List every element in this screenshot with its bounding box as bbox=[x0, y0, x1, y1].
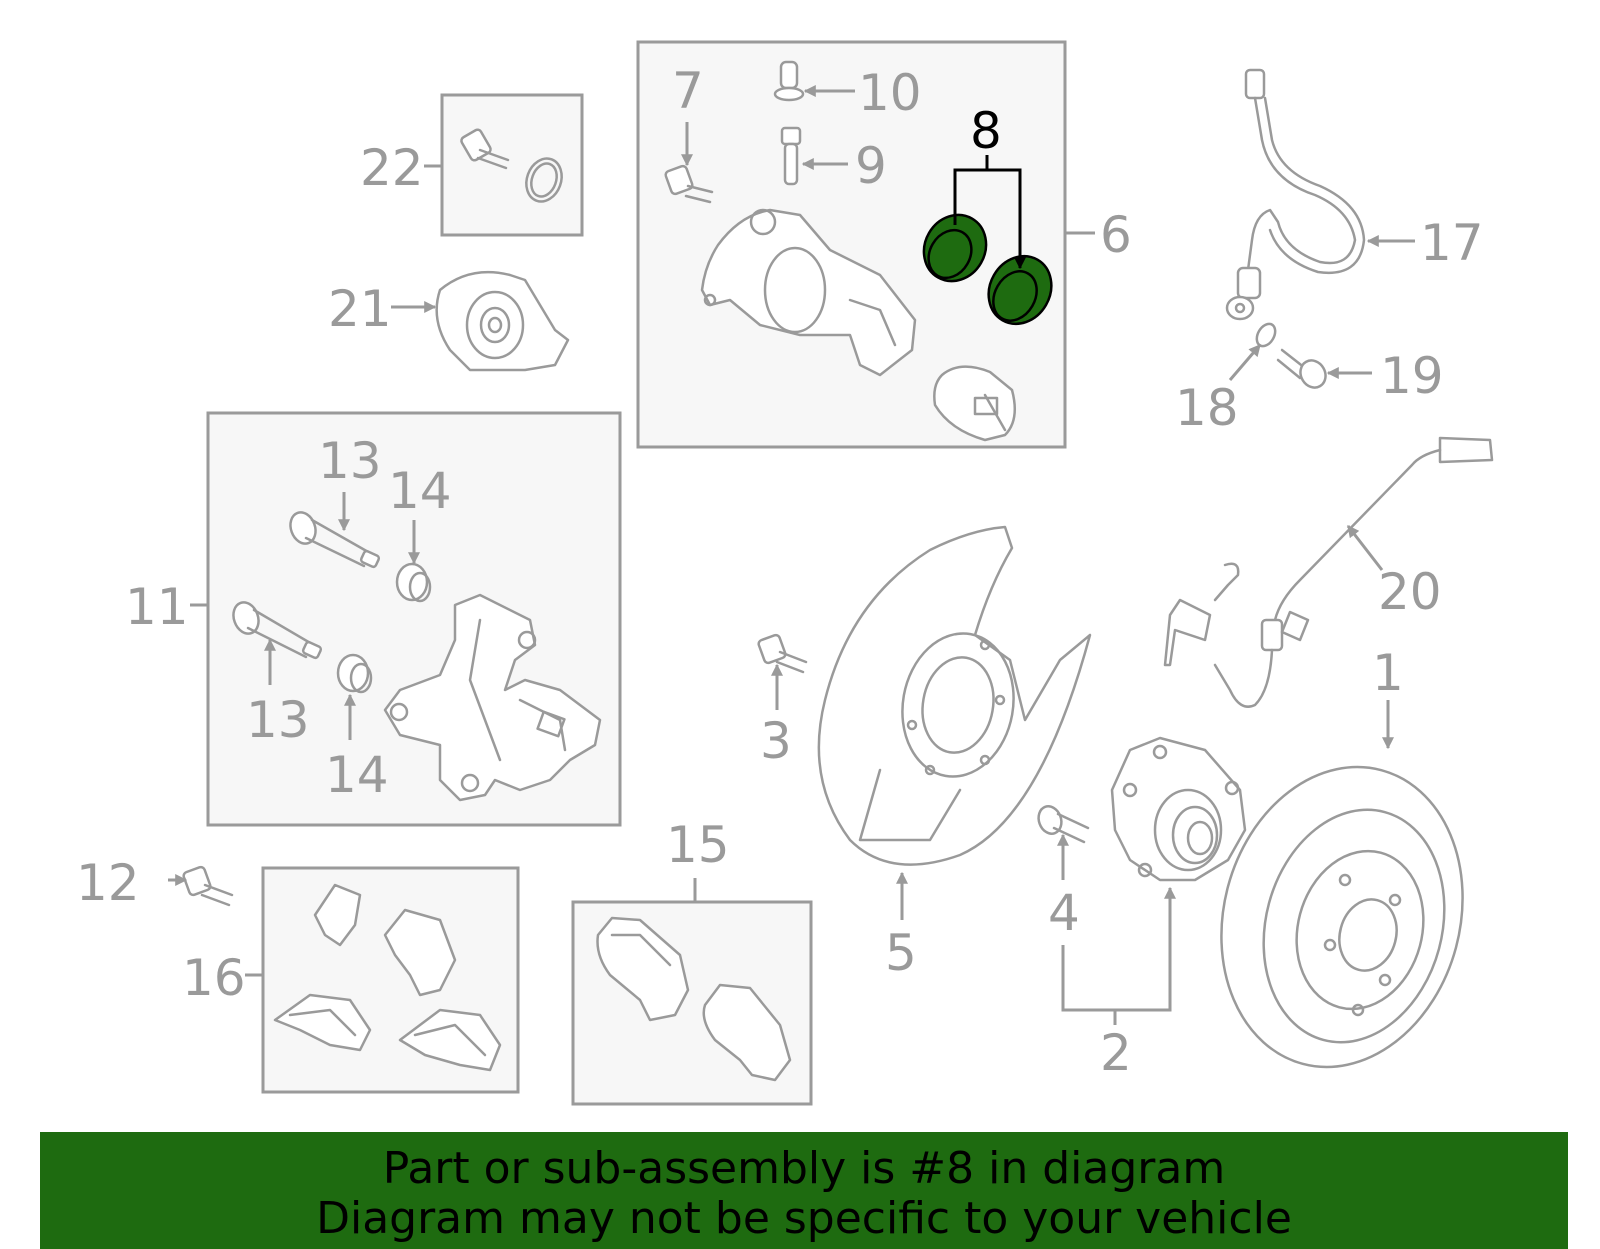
callout-15: 15 bbox=[666, 816, 730, 874]
info-banner: Part or sub-assembly is #8 in diagram Di… bbox=[40, 1132, 1568, 1249]
callout-18: 18 bbox=[1175, 379, 1239, 437]
part-18-washer bbox=[1255, 322, 1277, 348]
part-3-bolt bbox=[757, 633, 808, 674]
part-13-guide-pin-upper bbox=[289, 511, 381, 569]
part-15-brake-pads bbox=[596, 916, 792, 1082]
part-21-brake-motor bbox=[435, 270, 570, 372]
callout-10: 10 bbox=[858, 64, 922, 122]
part-7-bolt bbox=[664, 164, 714, 204]
callout-13-upper: 13 bbox=[318, 432, 382, 490]
callout-20: 20 bbox=[1378, 563, 1442, 621]
callout-7: 7 bbox=[672, 62, 704, 120]
banner-line-1: Part or sub-assembly is #8 in diagram bbox=[382, 1143, 1226, 1194]
callout-13-lower: 13 bbox=[246, 691, 310, 749]
part-8-piston-seals bbox=[922, 213, 1053, 326]
part-20-abs-sensor bbox=[1163, 436, 1494, 708]
part-4-hub-bolt bbox=[1037, 805, 1090, 844]
banner-line-2: Diagram may not be specific to your vehi… bbox=[316, 1193, 1292, 1244]
callout-1: 1 bbox=[1372, 644, 1404, 702]
exploded-parts-diagram: 22 21 7 10 9 8 6 17 18 19 20 1 13 14 11 … bbox=[76, 40, 1494, 1106]
callout-19: 19 bbox=[1380, 347, 1444, 405]
callout-2: 2 bbox=[1100, 1024, 1132, 1082]
callout-12: 12 bbox=[76, 854, 140, 912]
caliper-bracket bbox=[383, 593, 602, 802]
part-19-banjo-bolt bbox=[1276, 348, 1327, 389]
part-9-bleeder-screw bbox=[780, 126, 802, 186]
part-5-dust-shield bbox=[817, 525, 1092, 866]
part-12-bolt bbox=[182, 865, 234, 907]
group-box-22 bbox=[440, 93, 584, 237]
part-22-bolt-and-ring bbox=[460, 128, 563, 203]
callout-8: 8 bbox=[970, 102, 1002, 160]
callout-3: 3 bbox=[760, 712, 792, 770]
part-14-bushing-lower bbox=[336, 653, 373, 694]
callout-11: 11 bbox=[125, 578, 189, 636]
caliper-piston bbox=[933, 365, 1017, 442]
callout-9: 9 bbox=[855, 137, 887, 195]
callout-21: 21 bbox=[328, 280, 392, 338]
callout-4: 4 bbox=[1048, 884, 1080, 942]
callout-14-upper: 14 bbox=[388, 462, 452, 520]
part-1-brake-rotor bbox=[1220, 765, 1464, 1069]
callout-16: 16 bbox=[182, 949, 246, 1007]
callout-14-lower: 14 bbox=[325, 746, 389, 804]
callout-6: 6 bbox=[1100, 206, 1132, 264]
part-2-hub-bearing bbox=[1110, 736, 1247, 882]
callout-17: 17 bbox=[1420, 214, 1484, 272]
callout-22: 22 bbox=[360, 139, 424, 197]
callout-5: 5 bbox=[885, 924, 917, 982]
part-10-bleeder-cap bbox=[773, 60, 805, 102]
part-17-brake-hose bbox=[1225, 68, 1366, 321]
part-16-pad-hardware bbox=[273, 883, 502, 1072]
caliper-housing bbox=[700, 208, 917, 377]
part-13-guide-pin-lower bbox=[232, 601, 323, 660]
